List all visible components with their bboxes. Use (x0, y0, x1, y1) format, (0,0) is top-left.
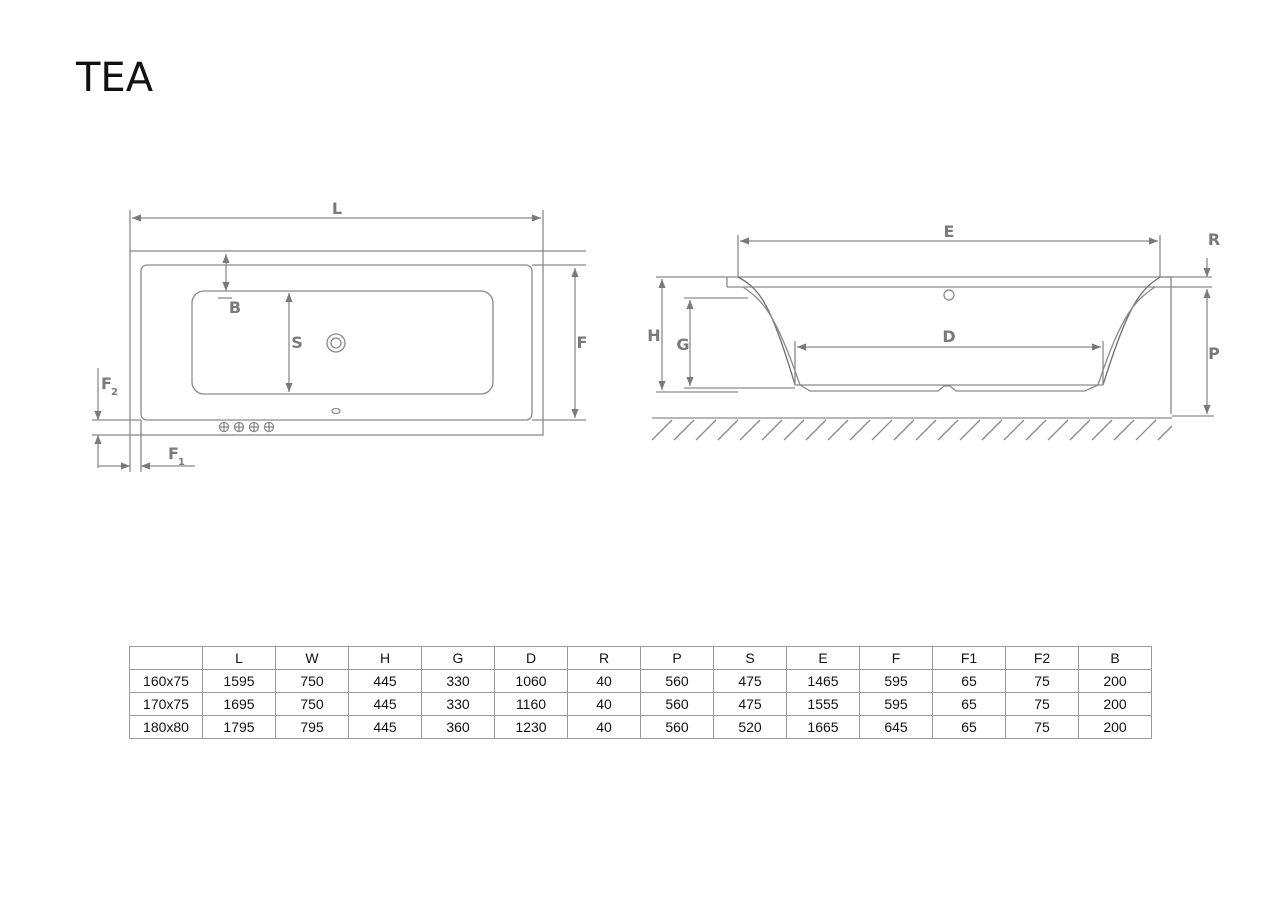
dim-label-F: F (577, 333, 588, 352)
table-header-cell: G (421, 646, 495, 670)
table-cell: 200 (1078, 715, 1152, 739)
table-cell: 40 (567, 692, 641, 716)
table-cell: 520 (713, 715, 787, 739)
table-header-cell: F (859, 646, 933, 670)
page-title: TEA (76, 55, 154, 101)
table-cell: 1555 (786, 692, 860, 716)
table-cell: 595 (859, 669, 933, 693)
table-cell: 1595 (202, 669, 276, 693)
table-cell: 1465 (786, 669, 860, 693)
table-row-label: 180x80 (129, 715, 203, 739)
dim-label-E: E (944, 222, 955, 241)
table-header-cell: H (348, 646, 422, 670)
table-cell: 330 (421, 692, 495, 716)
table-cell: 475 (713, 692, 787, 716)
table-header-cell: S (713, 646, 787, 670)
tap-holes (218, 421, 275, 433)
table-cell: 40 (567, 715, 641, 739)
dim-label-F2-sub: 2 (111, 387, 118, 398)
table-cell: 1230 (494, 715, 568, 739)
dim-label-H: H (647, 326, 660, 345)
table-header-cell: D (494, 646, 568, 670)
table-cell: 750 (275, 692, 349, 716)
table-cell: 40 (567, 669, 641, 693)
table-cell: 75 (1005, 692, 1079, 716)
dim-label-F1: F (168, 444, 179, 463)
table-cell: 360 (421, 715, 495, 739)
dim-label-D: D (942, 327, 955, 346)
table-cell: 1695 (202, 692, 276, 716)
table-cell: 65 (932, 669, 1006, 693)
floor-hatching (651, 419, 1173, 441)
table-cell: 200 (1078, 669, 1152, 693)
table-cell: 560 (640, 669, 714, 693)
table-cell: 795 (275, 715, 349, 739)
table-cell: 65 (932, 715, 1006, 739)
table-cell: 445 (348, 692, 422, 716)
table-cell: 475 (713, 669, 787, 693)
table-header-cell: B (1078, 646, 1152, 670)
dim-label-P: P (1208, 344, 1220, 363)
table-cell: 330 (421, 669, 495, 693)
table-cell: 75 (1005, 669, 1079, 693)
table-cell: 75 (1005, 715, 1079, 739)
table-cell: 445 (348, 669, 422, 693)
table-cell: 445 (348, 715, 422, 739)
table-header-cell: F2 (1005, 646, 1079, 670)
table-cell: 645 (859, 715, 933, 739)
table-cell: 750 (275, 669, 349, 693)
dim-label-G: G (676, 335, 689, 354)
table-cell: 560 (640, 692, 714, 716)
dim-label-B: B (229, 298, 241, 317)
dim-label-F2: F (101, 374, 112, 393)
table-row-label: 160x75 (129, 669, 203, 693)
side-view: E D H G R P (647, 222, 1220, 441)
dim-label-F1-sub: 1 (178, 457, 185, 468)
dim-label-S: S (291, 333, 303, 352)
table-header-cell: R (567, 646, 641, 670)
table-cell: 65 (932, 692, 1006, 716)
table-row-label: 170x75 (129, 692, 203, 716)
table-header-cell: P (640, 646, 714, 670)
table-cell: 200 (1078, 692, 1152, 716)
table-header-cell: E (786, 646, 860, 670)
table-header-cell: L (202, 646, 276, 670)
table-cell: 595 (859, 692, 933, 716)
dim-label-R: R (1208, 230, 1220, 249)
table-header-cell (129, 646, 203, 670)
table-cell: 1060 (494, 669, 568, 693)
table-cell: 1160 (494, 692, 568, 716)
table-header-cell: W (275, 646, 349, 670)
table-header-cell: F1 (932, 646, 1006, 670)
table-cell: 1665 (786, 715, 860, 739)
table-cell: 560 (640, 715, 714, 739)
table-cell: 1795 (202, 715, 276, 739)
dim-label-L: L (332, 199, 342, 218)
top-view: L F B S F 2 F 1 (92, 199, 587, 472)
